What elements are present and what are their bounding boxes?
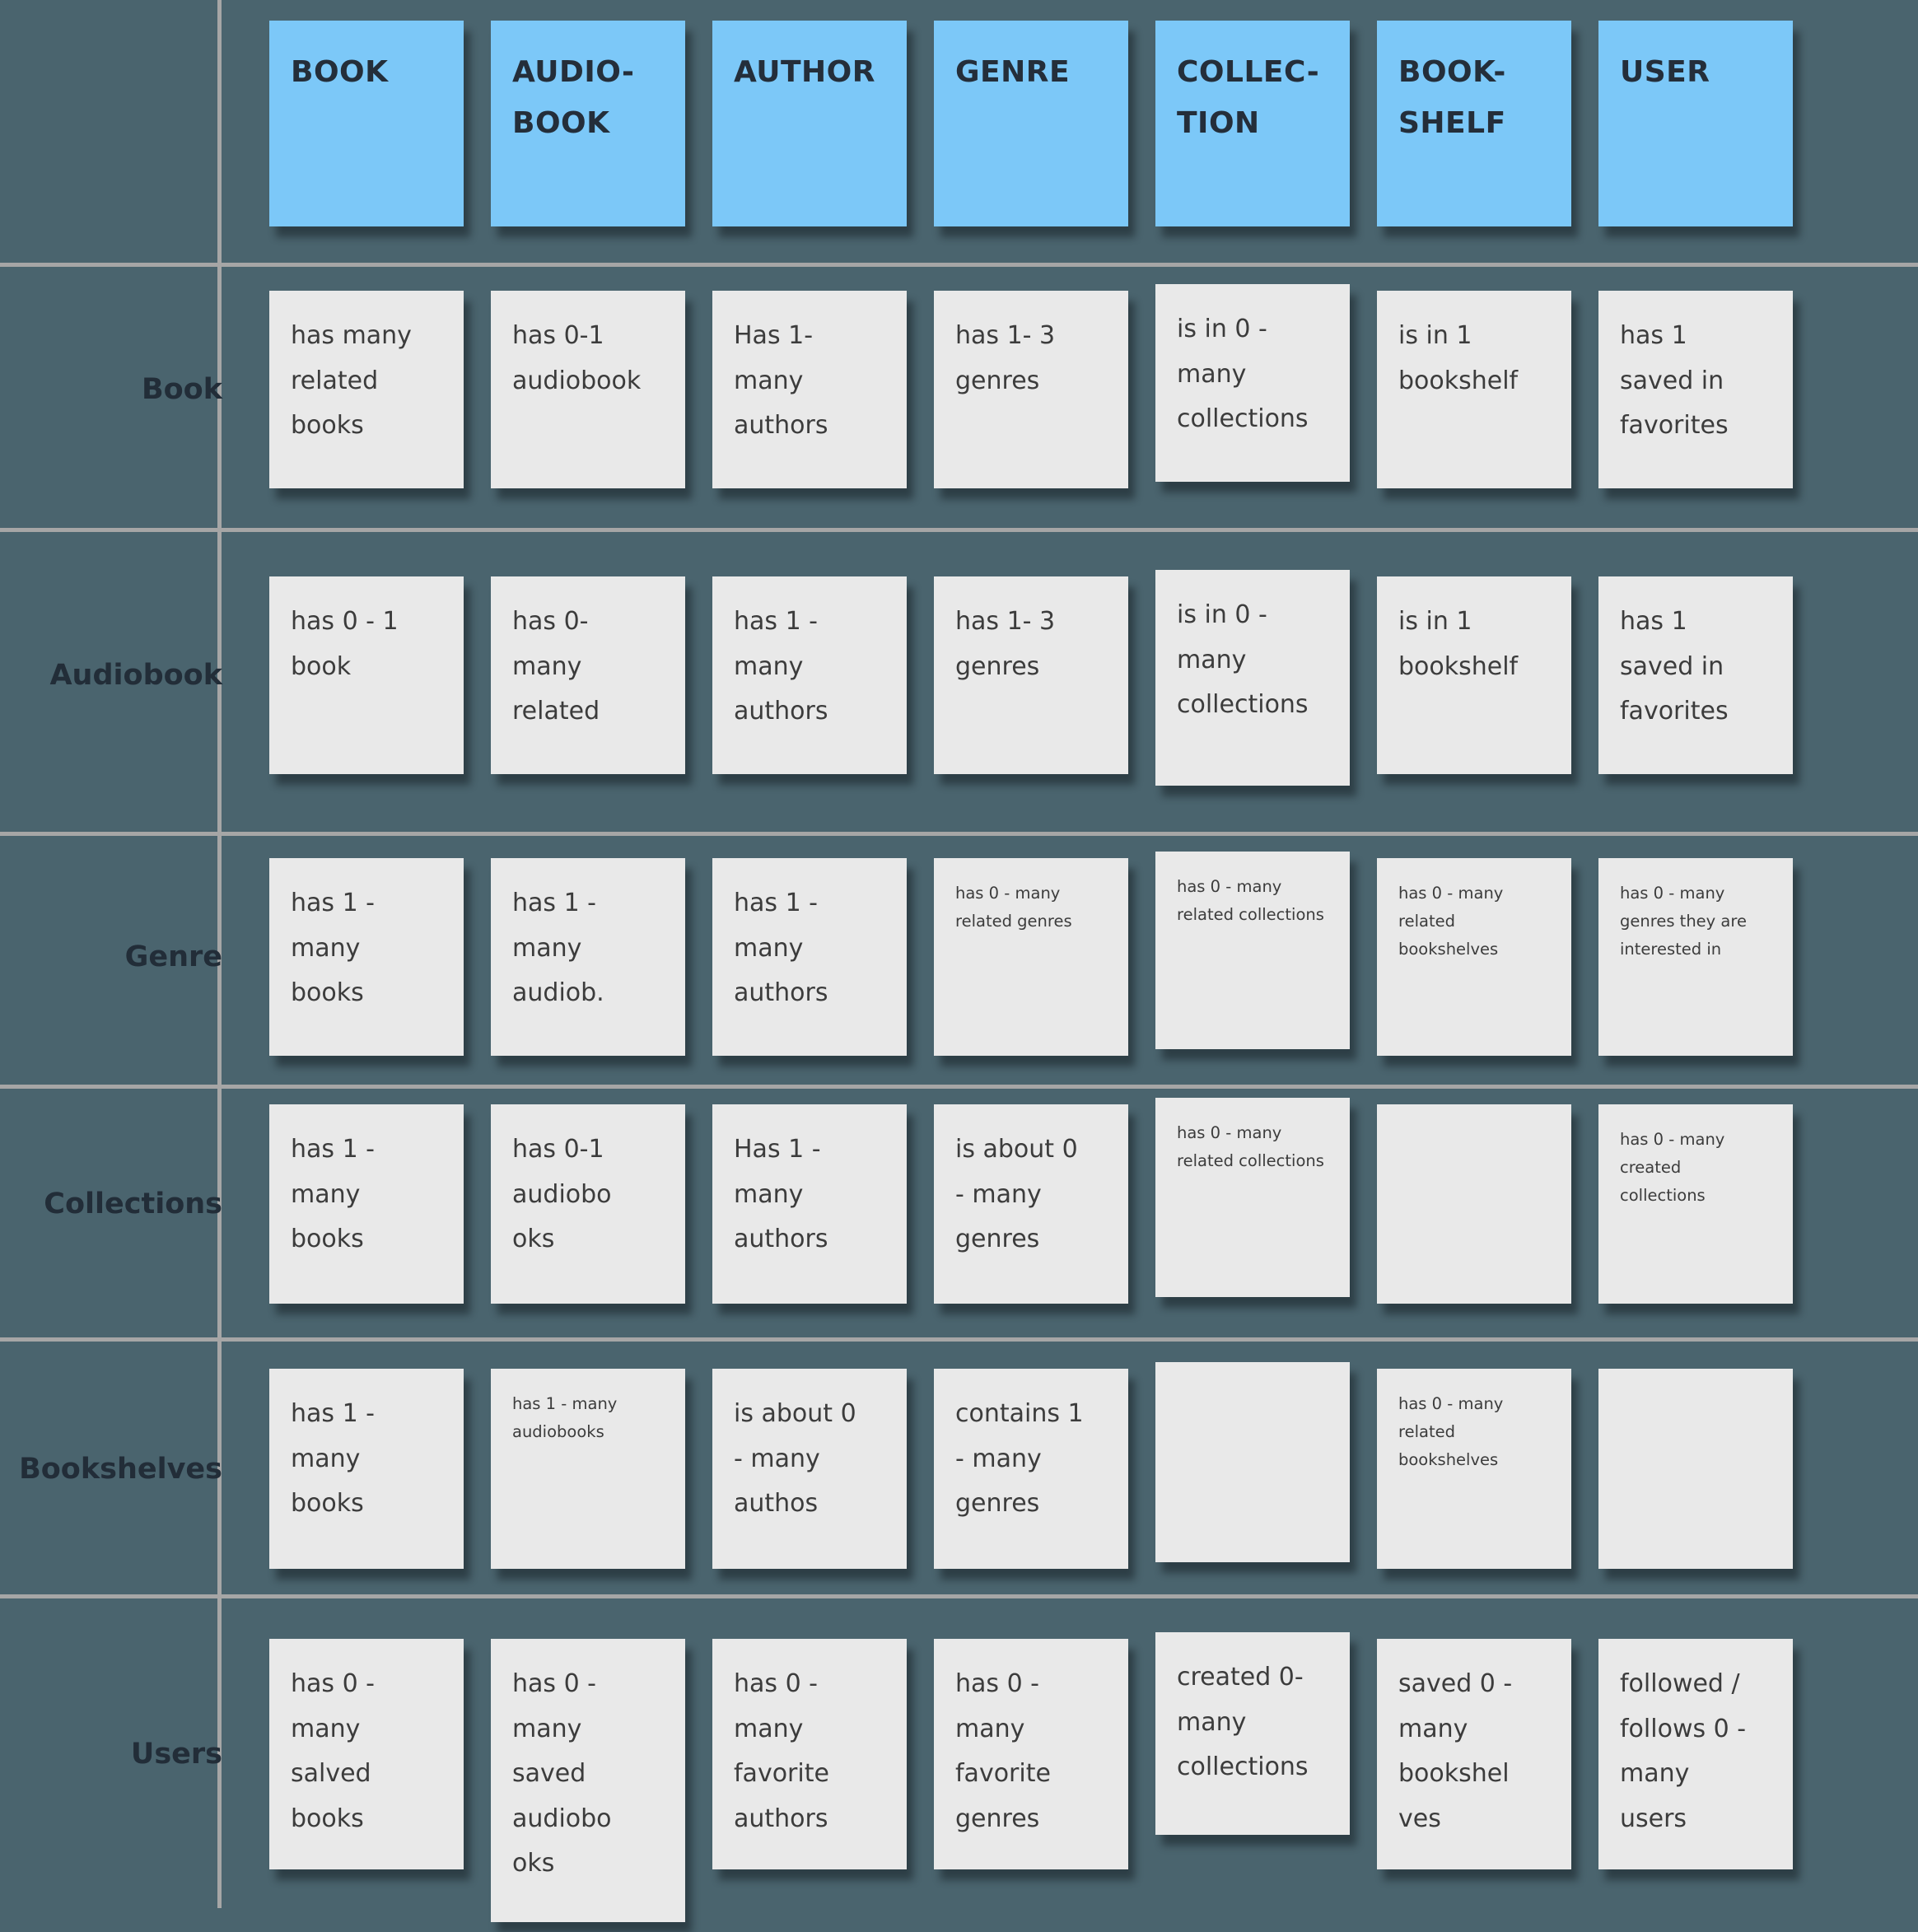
cell-collections-user: has 0 - many created collections <box>1598 1104 1793 1304</box>
column-header-collection: COLLEC- TION <box>1155 21 1350 226</box>
cell-genre-user: has 0 - many genres they are interested … <box>1598 858 1793 1056</box>
header-spacer <box>0 21 242 226</box>
cell-collections-bookshelf <box>1377 1104 1571 1304</box>
row-label-collections: Collections <box>44 1188 222 1220</box>
cell-book-author: Has 1- many authors <box>712 291 907 488</box>
row-divider-line <box>0 1594 1918 1598</box>
cell-collections-audiobook: has 0-1 audiobo oks <box>491 1104 685 1304</box>
column-header-book: BOOK <box>269 21 464 226</box>
cell-audiobook-user: has 1 saved in favorites <box>1598 576 1793 774</box>
cell-genre-book: has 1 - many books <box>269 858 464 1056</box>
cell-genre-bookshelf: has 0 - many related bookshelves <box>1377 858 1571 1056</box>
cell-users-author: has 0 - many favorite authors <box>712 1639 907 1869</box>
cell-genre-collection: has 0 - many related collections <box>1155 852 1350 1049</box>
cell-collections-author: Has 1 - many authors <box>712 1104 907 1304</box>
cell-bookshelves-genre: contains 1 - many genres <box>934 1369 1128 1569</box>
cell-audiobook-bookshelf: is in 1 bookshelf <box>1377 576 1571 774</box>
cell-bookshelves-audiobook: has 1 - many audiobooks <box>491 1369 685 1569</box>
row-genre: Genre has 1 - many books has 1 - many au… <box>0 852 1793 1056</box>
cell-users-genre: has 0 - many favorite genres <box>934 1639 1128 1869</box>
cell-collections-book: has 1 - many books <box>269 1104 464 1304</box>
column-header-audiobook: AUDIO- BOOK <box>491 21 685 226</box>
row-label-bookshelves: Bookshelves <box>19 1452 222 1486</box>
header-row: BOOK AUDIO- BOOK AUTHOR GENRE COLLEC- TI… <box>0 21 1793 226</box>
cell-bookshelves-author: is about 0 - many authos <box>712 1369 907 1569</box>
cell-users-user: followed / follows 0 - many users <box>1598 1639 1793 1869</box>
row-label-audiobook: Audiobook <box>49 659 222 692</box>
row-divider-line <box>0 528 1918 532</box>
cell-bookshelves-bookshelf: has 0 - many related bookshelves <box>1377 1369 1571 1569</box>
cell-book-genre: has 1- 3 genres <box>934 291 1128 488</box>
column-header-user: USER <box>1598 21 1793 226</box>
row-label-genre: Genre <box>124 940 222 973</box>
cell-genre-genre: has 0 - many related genres <box>934 858 1128 1056</box>
cell-collections-genre: is about 0 - many genres <box>934 1104 1128 1304</box>
column-header-genre: GENRE <box>934 21 1128 226</box>
cell-collections-collection: has 0 - many related collections <box>1155 1098 1350 1297</box>
row-divider-line <box>0 1337 1918 1342</box>
row-divider-line <box>0 1085 1918 1089</box>
cell-audiobook-book: has 0 - 1 book <box>269 576 464 774</box>
row-audiobook: Audiobook has 0 - 1 book has 0- many rel… <box>0 570 1793 786</box>
cell-users-bookshelf: saved 0 - many bookshel ves <box>1377 1639 1571 1869</box>
column-header-bookshelf: BOOK- SHELF <box>1377 21 1571 226</box>
row-book: Book has many related books has 0-1 audi… <box>0 284 1793 488</box>
cell-users-book: has 0 - many salved books <box>269 1639 464 1869</box>
cell-book-book: has many related books <box>269 291 464 488</box>
row-divider-line <box>0 832 1918 836</box>
cell-bookshelves-collection <box>1155 1362 1350 1562</box>
cell-bookshelves-book: has 1 - many books <box>269 1369 464 1569</box>
row-label-book: Book <box>141 373 222 406</box>
cell-audiobook-author: has 1 - many authors <box>712 576 907 774</box>
cell-users-collection: created 0- many collections <box>1155 1632 1350 1835</box>
row-users: Users has 0 - many salved books has 0 - … <box>0 1632 1793 1922</box>
cell-genre-author: has 1 - many authors <box>712 858 907 1056</box>
cell-book-collection: is in 0 - many collections <box>1155 284 1350 482</box>
cell-genre-audiobook: has 1 - many audiob. <box>491 858 685 1056</box>
cell-book-bookshelf: is in 1 bookshelf <box>1377 291 1571 488</box>
cell-bookshelves-user <box>1598 1369 1793 1569</box>
cell-users-audiobook: has 0 - many saved audiobo oks <box>491 1639 685 1922</box>
cell-audiobook-audiobook: has 0- many related <box>491 576 685 774</box>
cell-audiobook-collection: is in 0 - many collections <box>1155 570 1350 786</box>
row-label-users: Users <box>130 1738 222 1771</box>
label-column-divider-line <box>217 0 222 1908</box>
row-collections: Collections has 1 - many books has 0-1 a… <box>0 1098 1793 1304</box>
row-bookshelves: Bookshelves has 1 - many books has 1 - m… <box>0 1362 1793 1569</box>
column-header-author: AUTHOR <box>712 21 907 226</box>
cell-book-audiobook: has 0-1 audiobook <box>491 291 685 488</box>
cell-audiobook-genre: has 1- 3 genres <box>934 576 1128 774</box>
row-divider-line <box>0 263 1918 267</box>
cell-book-user: has 1 saved in favorites <box>1598 291 1793 488</box>
